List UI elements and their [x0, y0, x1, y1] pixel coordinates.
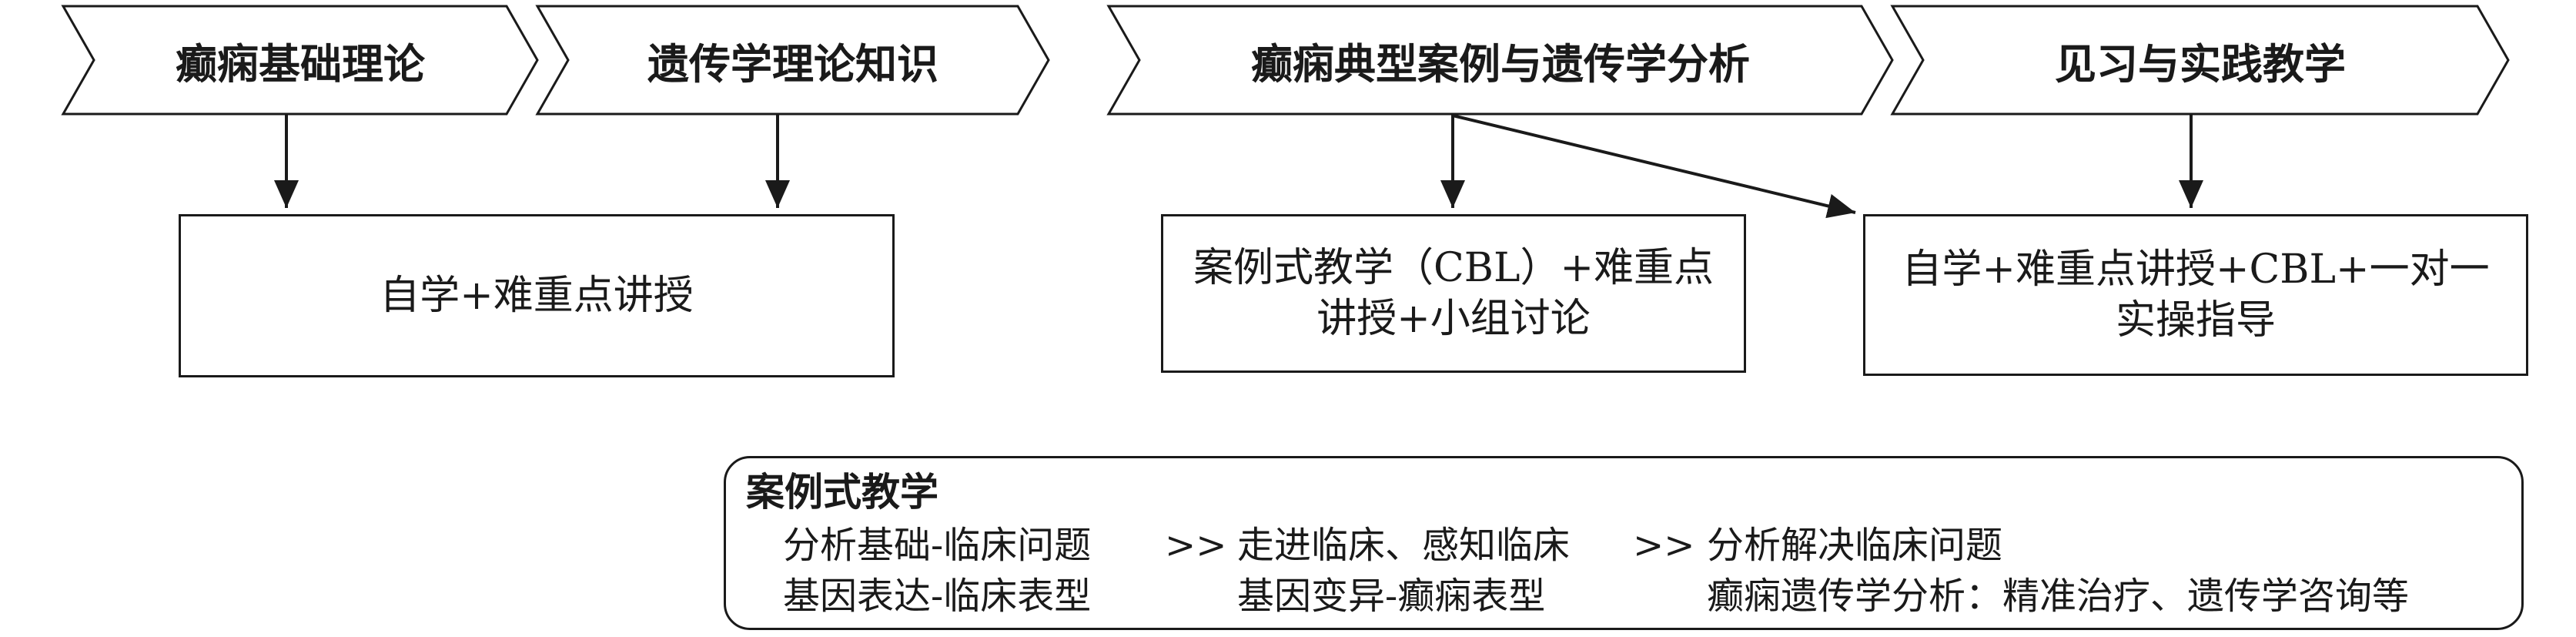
- method-box-cbl: 案例式教学（CBL）+难重点 讲授+小组讨论: [1161, 214, 1746, 373]
- case-panel-title: 案例式教学: [746, 470, 938, 515]
- case-separator: >>: [1165, 524, 1227, 567]
- arrow-stage3-to-method3: [1452, 114, 1856, 219]
- case-teaching-panel: 案例式教学 分析基础-临床问题 >> 走进临床、感知临床 >> 分析解决临床问题…: [724, 456, 2524, 630]
- case-row2-col3: 癫痫遗传学分析：精准治疗、遗传学咨询等: [1707, 575, 2410, 618]
- stage-label-3: 癫痫典型案例与遗传学分析: [1251, 39, 1750, 89]
- stage-chevron-3: [1106, 5, 1894, 116]
- stage-chevron-1: [61, 5, 539, 116]
- case-row1-col1: 分析基础-临床问题: [783, 524, 1092, 567]
- stage-chevron-2: [535, 5, 1050, 116]
- case-row2-col1: 基因表达-临床表型: [783, 575, 1092, 618]
- stage-chevron-4: [1890, 5, 2510, 116]
- stage-label-2: 遗传学理论知识: [647, 39, 938, 89]
- stage-label-4: 见习与实践教学: [2055, 39, 2346, 89]
- case-row2-col2: 基因变异-癫痫表型: [1237, 575, 1546, 618]
- case-row1-col2: 走进临床、感知临床: [1237, 524, 1571, 567]
- method-box-self-study: 自学+难重点讲授: [179, 214, 895, 377]
- method-box-line: 案例式教学（CBL）+难重点: [1193, 245, 1715, 291]
- method-box-practice: 自学+难重点讲授+CBL+一对一 实操指导: [1863, 214, 2528, 376]
- stage-label-1: 癫痫基础理论: [176, 39, 425, 89]
- case-row1-col3: 分析解决临床问题: [1707, 524, 2003, 567]
- method-box-line: 自学+难重点讲授+CBL+一对一: [1902, 246, 2490, 293]
- method-box-line: 自学+难重点讲授: [380, 273, 694, 319]
- method-box-line: 实操指导: [2115, 297, 2276, 344]
- method-box-line: 讲授+小组讨论: [1316, 296, 1591, 342]
- case-separator: >>: [1633, 524, 1695, 567]
